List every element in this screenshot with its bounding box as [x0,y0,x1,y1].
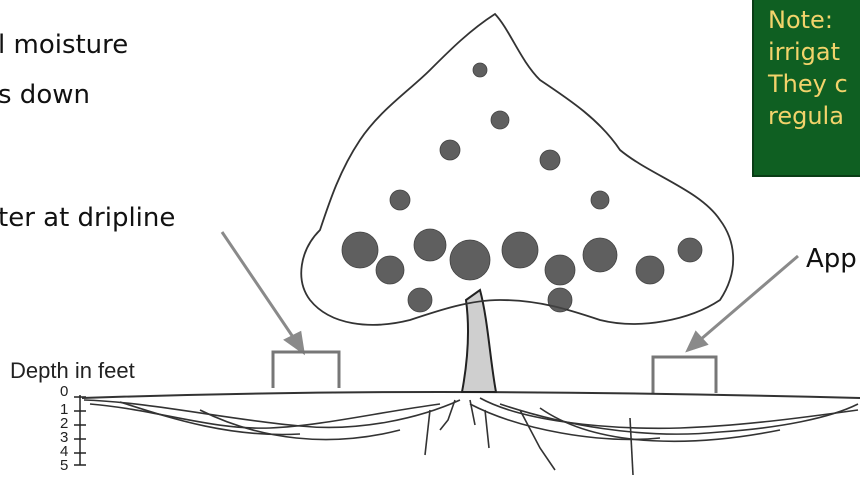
note-line-2: irrigat [768,38,840,66]
depth-axis [74,395,86,466]
left-arrow [220,231,306,356]
moisture-label: l moisture [0,30,129,60]
depth-tick-5: 5 [60,457,69,474]
tree-trunk [460,288,498,393]
tree-canopy-outline [300,12,735,326]
apply-label: App [806,244,857,274]
depth-axis-title: Depth in feet [10,358,135,383]
root-system [83,397,859,476]
note-line-3: They c [768,70,848,98]
note-callout-box: Note: irrigat They c regula [752,0,860,177]
depth-tick-2: 2 [60,415,69,432]
depth-tick-4: 4 [60,443,69,460]
depth-tick-3: 3 [60,429,69,446]
depth-tick-1: 1 [60,401,69,418]
tree-foliage [341,62,703,313]
note-line-4: regula [768,102,844,130]
right-arrow [685,254,799,353]
note-line-1: Note: [768,6,833,34]
ground-line [81,390,860,399]
right-bracket [651,355,718,393]
left-bracket [271,350,341,388]
moves-down-label: s down [0,80,90,110]
depth-tick-0: 0 [60,383,69,400]
water-at-dripline-label: ter at dripline [0,203,176,233]
